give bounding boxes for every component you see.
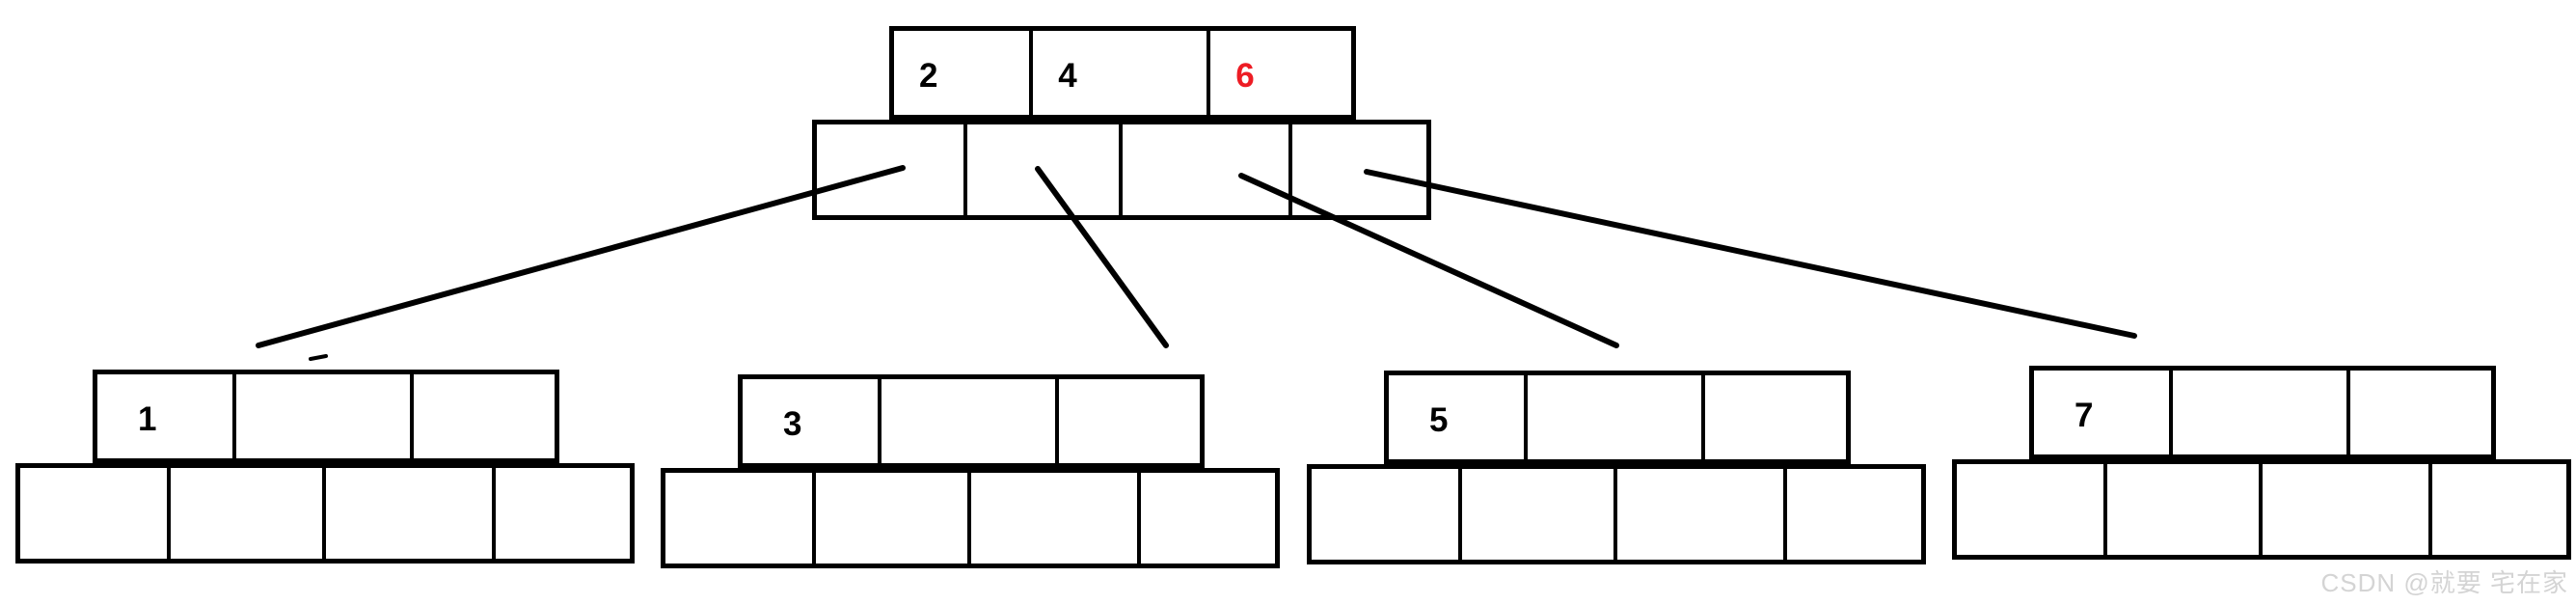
child-3-pointer-slot-1 [1312,469,1458,560]
child-1-pointer-slot-2 [167,468,322,559]
child-node-2: 3 [661,374,1280,568]
child-3-pointer-slot-3 [1613,469,1783,560]
child-3-key-cell-2 [1524,375,1701,459]
child-1-keys-row: 1 [93,370,559,463]
child-1-pointers-row [15,463,635,564]
child-1-pointer-slot-1 [20,468,167,559]
root-node: 2 4 6 [812,26,1431,220]
child-2-pointer-slot-2 [812,473,967,564]
child-node-1: 1 [15,370,635,564]
stray-tick-mark [309,354,328,361]
root-key-cell-2: 4 [1029,31,1207,115]
child-2-key-cell-1: 3 [783,404,802,443]
child-1-pointer-slot-4 [492,468,630,559]
child-2-keys-row: 3 [738,374,1205,468]
root-pointer-slot-2 [963,124,1119,215]
child-2-pointers-row [661,468,1280,568]
child-4-key-cell-3 [2346,371,2491,454]
edge-root-to-child-1 [256,165,906,348]
child-3-pointer-slot-4 [1783,469,1921,560]
child-2-pointer-slot-1 [665,473,812,564]
child-4-pointers-row [1952,459,2571,560]
child-3-pointers-row [1307,464,1926,564]
child-4-key-cell-1: 7 [2074,396,2094,434]
child-3-pointer-slot-2 [1458,469,1613,560]
child-node-4: 7 [1952,366,2571,560]
child-2-key-cell-3 [1055,379,1200,463]
child-2-key-cell-2 [878,379,1055,463]
root-pointers-row [812,120,1431,220]
child-1-key-cell-3 [410,374,555,458]
root-pointer-slot-4 [1288,124,1426,215]
child-1-key-cell-1: 1 [138,399,157,438]
child-2-pointer-slot-4 [1137,473,1275,564]
child-4-pointer-slot-3 [2259,464,2428,555]
child-2-pointer-slot-3 [967,473,1137,564]
child-4-pointer-slot-1 [1957,464,2103,555]
child-3-key-cell-3 [1701,375,1846,459]
child-1-pointer-slot-3 [322,468,492,559]
root-key-cell-1: 2 [919,56,938,95]
csdn-watermark: CSDN @就要 宅在家 [2320,568,2568,597]
edge-root-to-child-4 [1364,169,2137,339]
child-1-key-cell-2 [232,374,410,458]
child-4-pointer-slot-4 [2428,464,2566,555]
root-keys-row: 2 4 6 [889,26,1356,120]
child-node-3: 5 [1307,371,1926,564]
child-3-key-cell-1: 5 [1429,400,1449,439]
root-pointer-slot-3 [1119,124,1288,215]
child-3-keys-row: 5 [1384,371,1851,464]
child-4-keys-row: 7 [2029,366,2496,459]
root-pointer-slot-1 [817,124,963,215]
root-key-cell-3: 6 [1207,31,1351,115]
child-4-pointer-slot-2 [2103,464,2259,555]
child-4-key-cell-2 [2169,371,2346,454]
